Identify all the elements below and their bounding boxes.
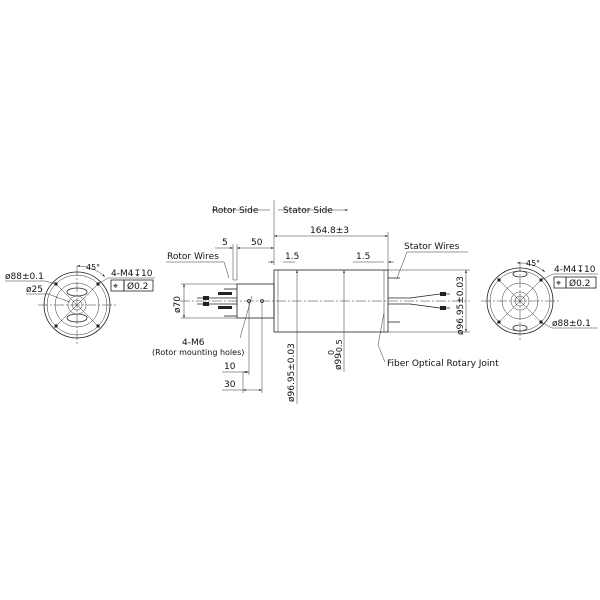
side-view: [166, 200, 470, 404]
body-dia-right-dim: ø96.95±0.03: [456, 276, 466, 335]
left-angle-label: 45°: [86, 263, 100, 272]
body-dia-2-dim: ø99: [334, 353, 344, 370]
right-position-symbol-icon: ⌖: [556, 279, 561, 289]
rotor-dia-dim: ø70: [173, 296, 183, 313]
rotor-flange-dim: 5: [222, 238, 228, 248]
left-tolerance-value: Ø0.2: [127, 281, 148, 292]
left-bore-label: ø25: [26, 285, 43, 295]
right-tolerance-value: Ø0.2: [569, 278, 590, 289]
left-thread-label: 4-M4↧10: [111, 269, 153, 279]
overall-length-dim: 164.8±3: [310, 226, 349, 236]
rotor-wires-label: Rotor Wires: [167, 252, 219, 262]
right-pcd-label: ø88±0.1: [552, 319, 591, 329]
body-dia-2-tol-upper: 0: [327, 350, 336, 355]
body-dia-2-tol-lower: -0.5: [335, 339, 344, 355]
body-dia-1-dim: ø96.95±0.03: [287, 343, 297, 402]
mount-holes-label: 4-M6: [182, 338, 205, 348]
rotor-side-label: Rotor Side: [212, 206, 259, 216]
left-end-view: [5, 265, 155, 344]
left-pcd-label: ø88±0.1: [5, 272, 44, 282]
left-position-symbol-icon: ⌖: [113, 282, 118, 292]
hole-offset-10-dim: 10: [224, 362, 236, 372]
right-angle-label: 45°: [526, 259, 540, 268]
rotor-ext-dim: 50: [251, 238, 263, 248]
stator-side-label: Stator Side: [283, 206, 333, 216]
hole-offset-30-dim: 30: [224, 380, 236, 390]
stator-wires-label: Stator Wires: [404, 242, 460, 252]
fiber-joint-label: Fiber Optical Rotary Joint: [387, 359, 499, 369]
step-right-dim: 1.5: [356, 252, 370, 262]
mount-holes-note: (Rotor mounting holes): [152, 348, 244, 357]
step-left-dim: 1.5: [285, 252, 299, 262]
right-thread-label: 4-M4↧10: [554, 265, 596, 275]
right-end-view: [481, 261, 598, 340]
